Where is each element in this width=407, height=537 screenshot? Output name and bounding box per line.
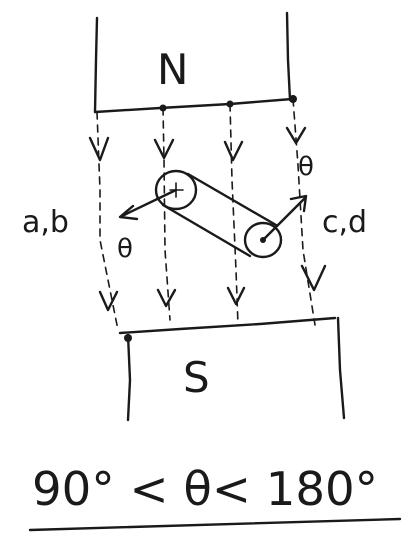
angle-marks: θ θ xyxy=(117,152,314,264)
angle-condition: 90° < θ< 180° xyxy=(32,462,378,516)
field-arrows xyxy=(88,126,327,312)
north-label: N xyxy=(157,45,188,94)
theta-right: θ xyxy=(298,152,314,182)
field-line-dots xyxy=(159,95,297,112)
underline xyxy=(28,517,402,532)
north-magnet: N xyxy=(93,11,294,114)
coil xyxy=(154,169,283,259)
field-lines xyxy=(96,98,316,331)
label-ab: a,b xyxy=(22,205,69,240)
south-label: S xyxy=(183,353,210,402)
force-vectors xyxy=(118,188,308,242)
theta-left: θ xyxy=(117,234,133,264)
south-magnet: S xyxy=(118,316,346,422)
label-cd: c,d xyxy=(322,205,367,240)
